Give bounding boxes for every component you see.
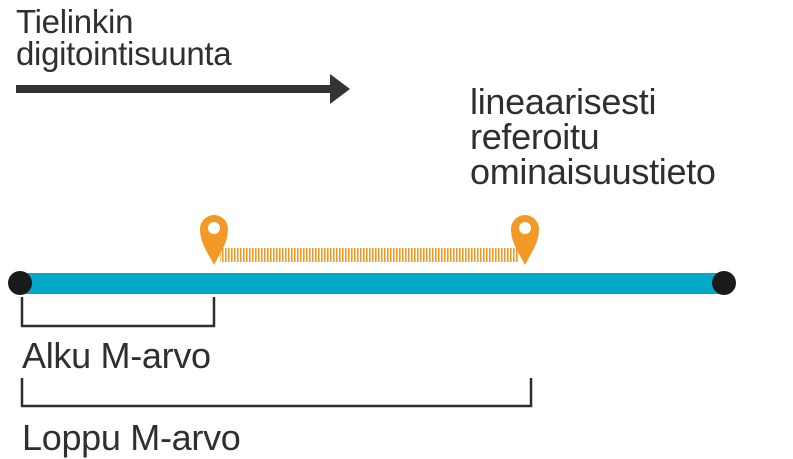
direction-title-line-2: digitointisuunta	[16, 35, 232, 72]
end-measure-label: Loppu M-arvo	[22, 417, 241, 458]
direction-title-line-1: Tielinkin	[16, 3, 134, 40]
direction-arrow-icon	[16, 74, 350, 104]
map-pin-icon	[200, 215, 228, 265]
feature-label: lineaarisesti referoitu ominaisuustieto	[470, 81, 716, 192]
end-measure-bracket	[20, 378, 533, 408]
digitization-direction-title: Tielinkin digitointisuunta	[16, 3, 232, 72]
start-measure-bracket	[20, 297, 216, 328]
link-start-node	[8, 271, 32, 295]
road-link	[18, 273, 724, 294]
map-pin-icon	[511, 215, 539, 265]
feature-label-line-1: lineaarisesti	[470, 81, 657, 122]
feature-label-line-2: referoitu	[470, 116, 600, 157]
feature-label-line-3: ominaisuustieto	[470, 151, 716, 192]
start-measure-label: Alku M-arvo	[22, 335, 211, 376]
link-end-node	[712, 271, 736, 295]
feature-band	[220, 248, 518, 262]
